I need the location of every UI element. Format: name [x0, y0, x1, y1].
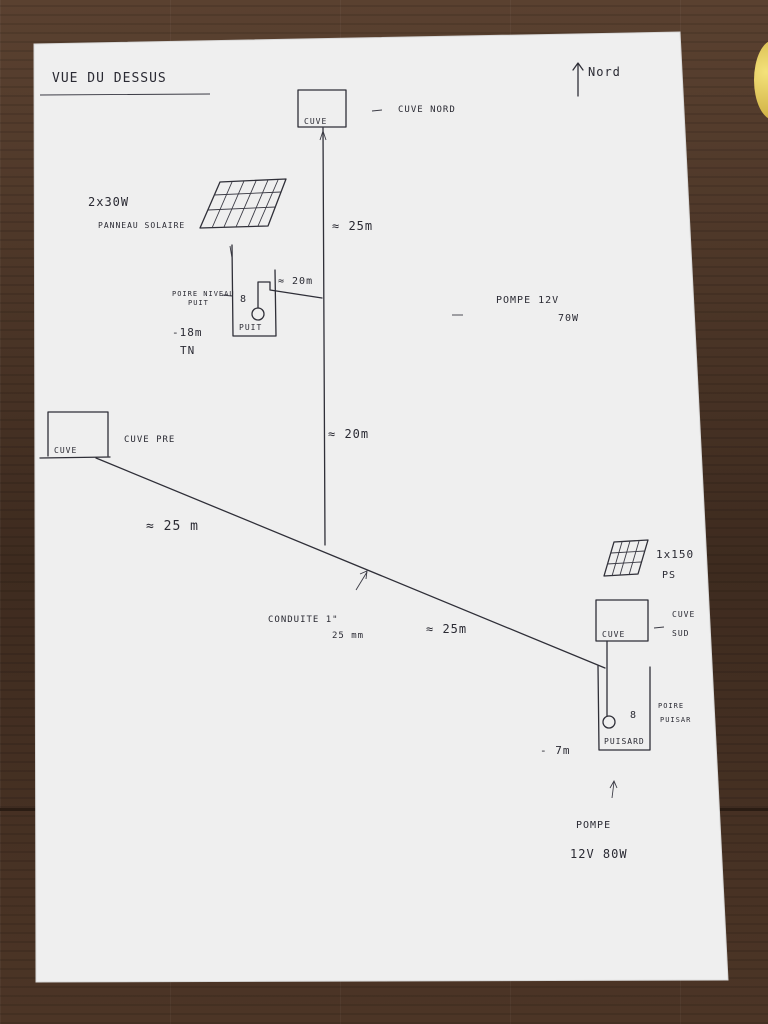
cuve-sud-name-2: SUD	[672, 629, 689, 638]
cuve-sud-box-label: CUVE	[602, 630, 625, 639]
distance-mid-segment: ≈ 20m	[328, 427, 369, 441]
puit-probe-label-2: PUIT	[188, 299, 209, 307]
distance-pre-segment: ≈ 25 m	[146, 519, 199, 534]
puisard-float-switch-icon: 8	[630, 710, 637, 721]
pipe-label-line2: 25 mm	[332, 631, 364, 641]
solar-north-label: PANNEAU SOLAIRE	[98, 221, 185, 230]
cuve-nord-name: CUVE NORD	[398, 105, 456, 115]
pump-north-line2: 70W	[558, 313, 579, 324]
cuve-nord-box-label: CUVE	[304, 117, 327, 126]
puisard-probe-label-2: PUISAR	[660, 716, 691, 724]
paper-sheet	[34, 32, 728, 982]
cuve-pre-name: CUVE PRE	[124, 435, 175, 445]
pump-north-line1: POMPE 12V	[496, 295, 559, 306]
puit-float-switch-icon: 8	[240, 294, 247, 305]
solar-south-power: 1x150	[656, 548, 694, 561]
puit-label: PUIT	[239, 323, 262, 332]
page-title: VUE DU DESSUS	[52, 71, 167, 86]
distance-nord-segment: ≈ 25m	[332, 219, 373, 233]
solar-south-label: PS	[662, 570, 676, 581]
cuve-sud-name-1: CUVE	[672, 610, 695, 619]
distance-sud-segment: ≈ 25m	[426, 622, 467, 636]
puit-pipe-length: ≈ 20m	[278, 276, 313, 287]
puit-probe-label-1: POIRE NIVEAU	[172, 290, 235, 298]
pump-south-line2: 12V 80W	[570, 847, 628, 861]
solar-north-power: 2x30W	[88, 195, 129, 209]
puit-depth: -18m	[172, 326, 203, 339]
puit-tn: TN	[180, 344, 195, 357]
puisard-probe-label-1: POIRE	[658, 702, 684, 710]
pump-south-line1: POMPE	[576, 820, 611, 831]
pipe-label-line1: CONDUITE 1"	[268, 615, 339, 625]
cuve-pre-box-label: CUVE	[54, 446, 77, 455]
puisard-depth: - 7m	[540, 744, 571, 757]
north-label: Nord	[588, 65, 621, 79]
puisard-label: PUISARD	[604, 737, 645, 746]
